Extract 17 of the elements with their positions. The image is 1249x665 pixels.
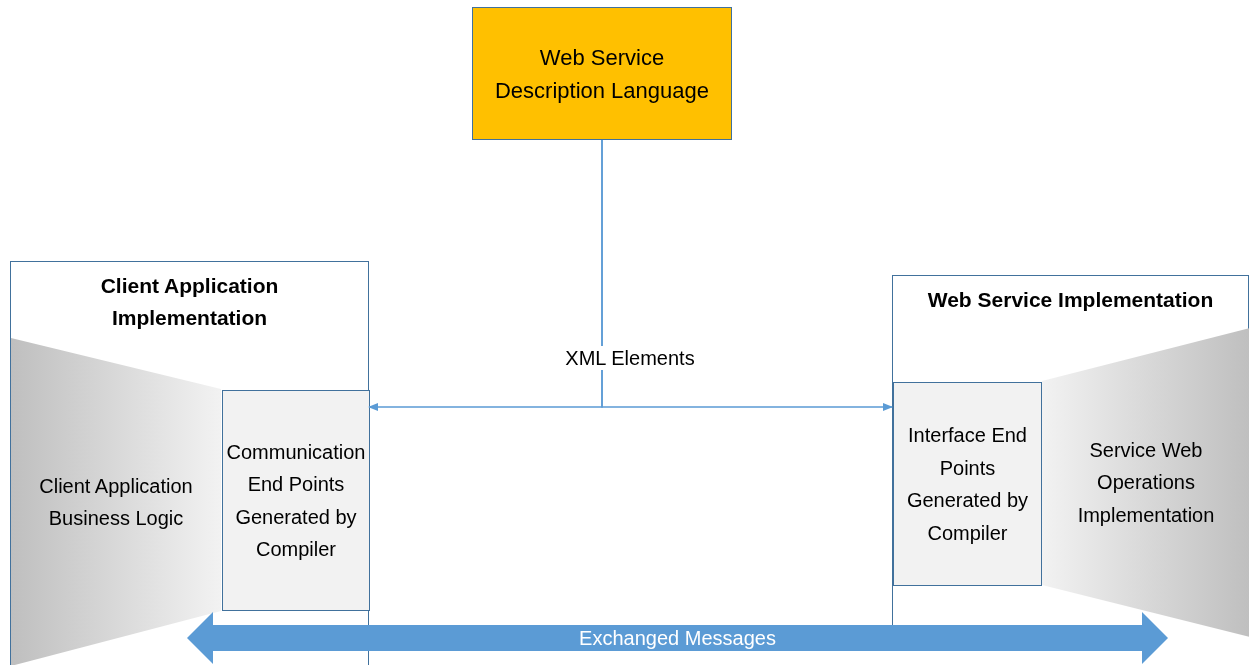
node-label: Web Service Description Language xyxy=(493,43,710,105)
node-label: Client Application Implementation xyxy=(99,273,280,331)
process-box xyxy=(222,390,370,611)
double-block-arrow xyxy=(187,612,1168,664)
node-label: Web Service Implementation xyxy=(927,287,1214,313)
trapezoid-panel xyxy=(11,338,221,665)
trapezoid-panel xyxy=(1042,328,1249,637)
container-box xyxy=(892,275,1249,636)
node-label: Client Application Business Logic xyxy=(38,473,194,531)
process-box xyxy=(893,382,1042,586)
node-label: Communication End Points Generated by Compiler xyxy=(225,439,367,562)
source-box xyxy=(472,7,732,140)
container-box xyxy=(10,261,369,665)
node-label: Service Web Operations Implementation xyxy=(1076,437,1216,528)
edge-label: Exchanged Messages xyxy=(578,626,777,650)
node-label: Interface End Points Generated by Compiler xyxy=(905,423,1030,546)
connector-arrow xyxy=(601,139,894,412)
